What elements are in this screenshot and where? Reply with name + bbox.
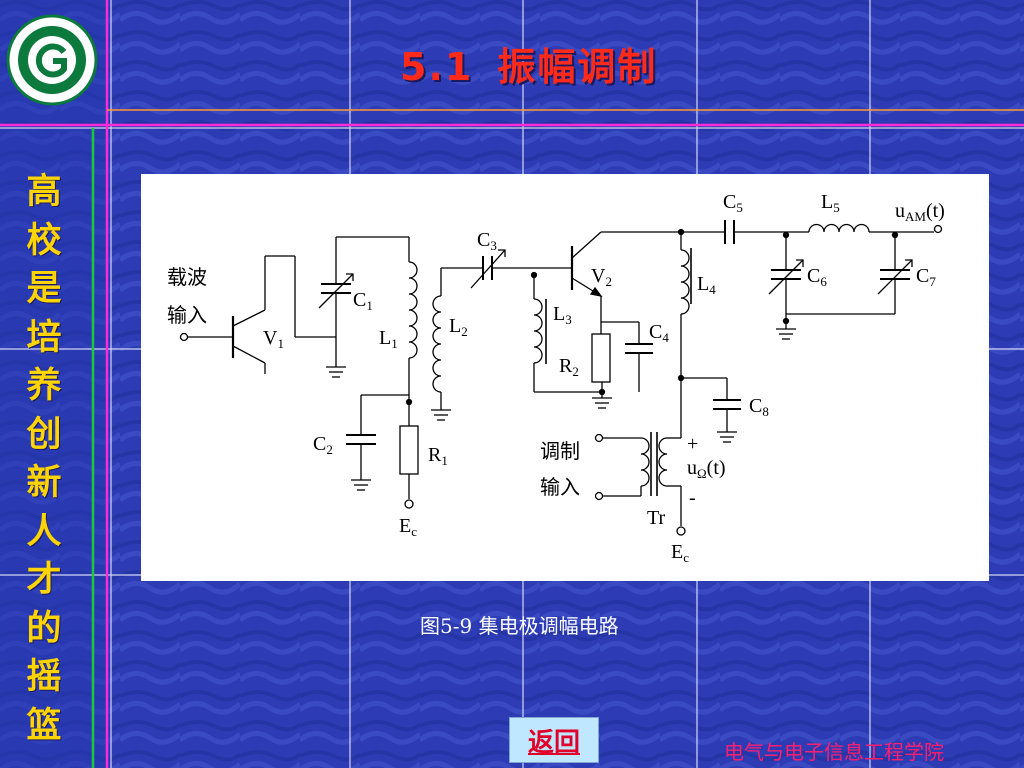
- back-button[interactable]: 返回: [509, 717, 599, 763]
- l5-label: L5: [821, 191, 840, 215]
- c3-label: C3: [477, 229, 497, 253]
- institute-logo: [6, 14, 98, 106]
- v2-label: V2: [591, 265, 612, 289]
- collector-am-circuit: 载波 输入 调制 输入 V1 V2 C1 C2 C3 C4 C5 C6 C7 C…: [167, 191, 945, 565]
- title-text: 振幅调制: [497, 45, 658, 89]
- carrier-input-label-2: 输入: [167, 304, 207, 327]
- l3-label: L3: [553, 303, 572, 327]
- ec-label-right: Ec: [671, 541, 689, 565]
- output-uam-label: uAM(t): [895, 200, 945, 224]
- ec-label-left: Ec: [399, 515, 417, 539]
- modulation-input-label-1: 调制: [540, 440, 580, 463]
- slogan-vertical: 高校是培养创新人才的摇篮: [26, 172, 62, 746]
- circuit-diagram-panel: 载波 输入 调制 输入 V1 V2 C1 C2 C3 C4 C5 C6 C7 C…: [141, 174, 989, 581]
- carrier-input-terminal: [179, 332, 189, 342]
- c6-label: C6: [807, 265, 827, 289]
- slide-title: 5.1 振幅调制: [400, 36, 657, 96]
- institute-name: 电气与电子信息工程学院: [724, 740, 944, 764]
- v1-label: V1: [263, 327, 284, 351]
- carrier-input-label-1: 载波: [167, 266, 207, 289]
- transformer-label: Tr: [647, 507, 666, 529]
- c1-label: C1: [353, 289, 373, 313]
- r2-label: R2: [559, 355, 579, 379]
- c2-label: C2: [313, 433, 333, 457]
- l1-label: L1: [379, 327, 398, 351]
- c8-label: C8: [749, 395, 769, 419]
- mod-minus-label: -: [689, 487, 696, 509]
- modulation-input-label-2: 输入: [540, 476, 580, 499]
- c4-label: C4: [649, 321, 669, 345]
- title-number: 5.1: [400, 45, 474, 89]
- c5-label: C5: [723, 191, 743, 215]
- r1-label: R1: [428, 444, 448, 468]
- mod-signal-label: uΩ(t): [687, 457, 726, 481]
- figure-caption: 图5-9 集电极调幅电路: [420, 614, 619, 638]
- mod-plus-label: +: [687, 433, 698, 455]
- c7-label: C7: [916, 265, 936, 289]
- l4-label: L4: [697, 273, 716, 297]
- l2-label: L2: [449, 315, 468, 339]
